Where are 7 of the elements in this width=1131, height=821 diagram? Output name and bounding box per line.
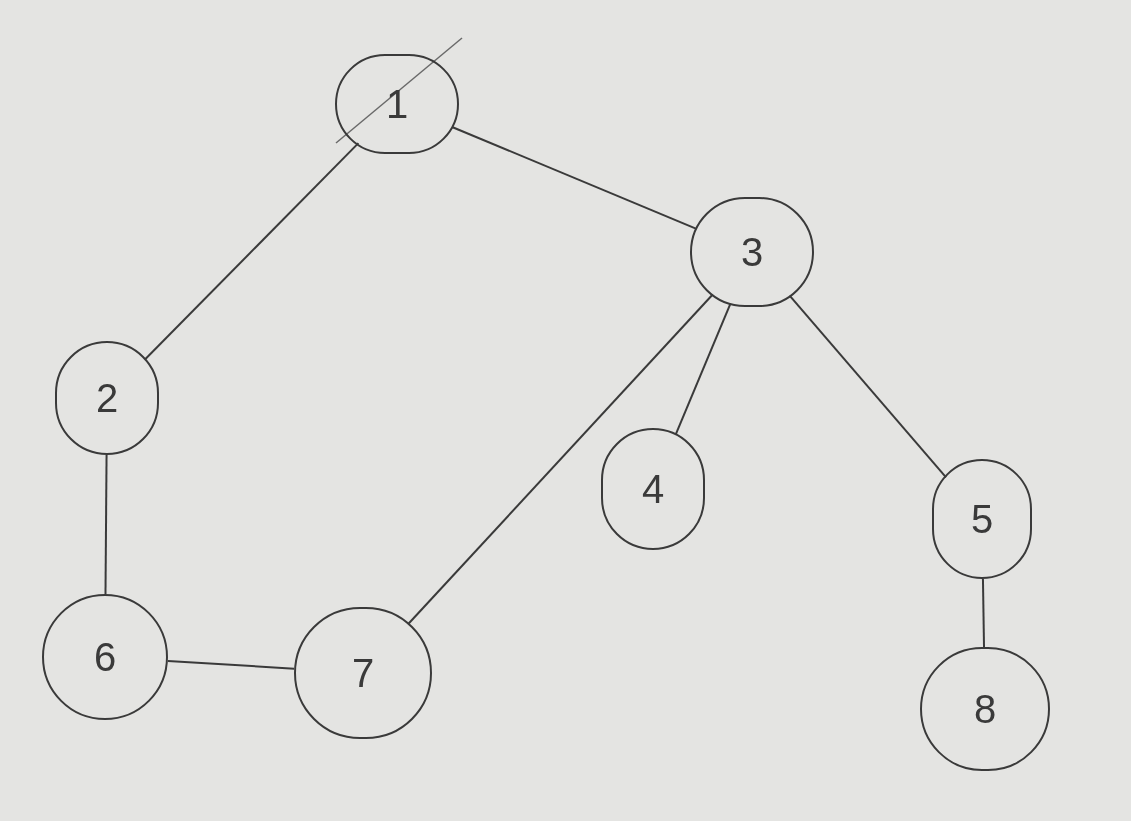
connector-line (104, 454, 108, 595)
connector-line (788, 294, 948, 479)
connector-line (451, 125, 697, 230)
connector-line (166, 659, 296, 670)
connector-line (981, 578, 985, 648)
connector-line (407, 293, 714, 625)
connector-line (674, 302, 732, 436)
